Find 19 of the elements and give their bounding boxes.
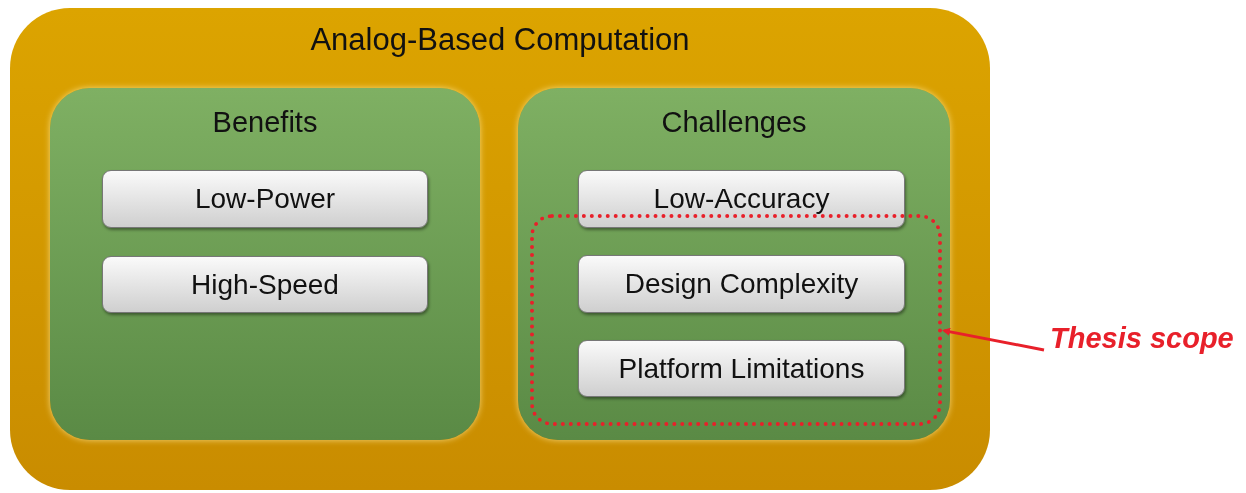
item-box (578, 340, 905, 397)
item-box (578, 170, 905, 228)
arrow (942, 327, 1045, 352)
group-heading: Benefits (211, 106, 319, 139)
group-box (50, 88, 480, 440)
title-text: Analog-Based Computation (309, 22, 691, 58)
annotation-text: Thesis scope (1050, 322, 1240, 362)
item-label: Low-Power (194, 183, 336, 215)
item-box (102, 170, 428, 228)
group-heading: Challenges (660, 106, 808, 139)
item-box (102, 256, 428, 313)
item-label: High-Speed (191, 268, 339, 301)
item-label: Design Complexity (624, 268, 859, 300)
item-label: Low-Accuracy (653, 183, 830, 215)
item-label: Platform Limitations (618, 352, 865, 385)
scope-region (530, 214, 942, 426)
group-box (518, 88, 950, 440)
item-box (578, 255, 905, 313)
container-box (10, 8, 990, 490)
